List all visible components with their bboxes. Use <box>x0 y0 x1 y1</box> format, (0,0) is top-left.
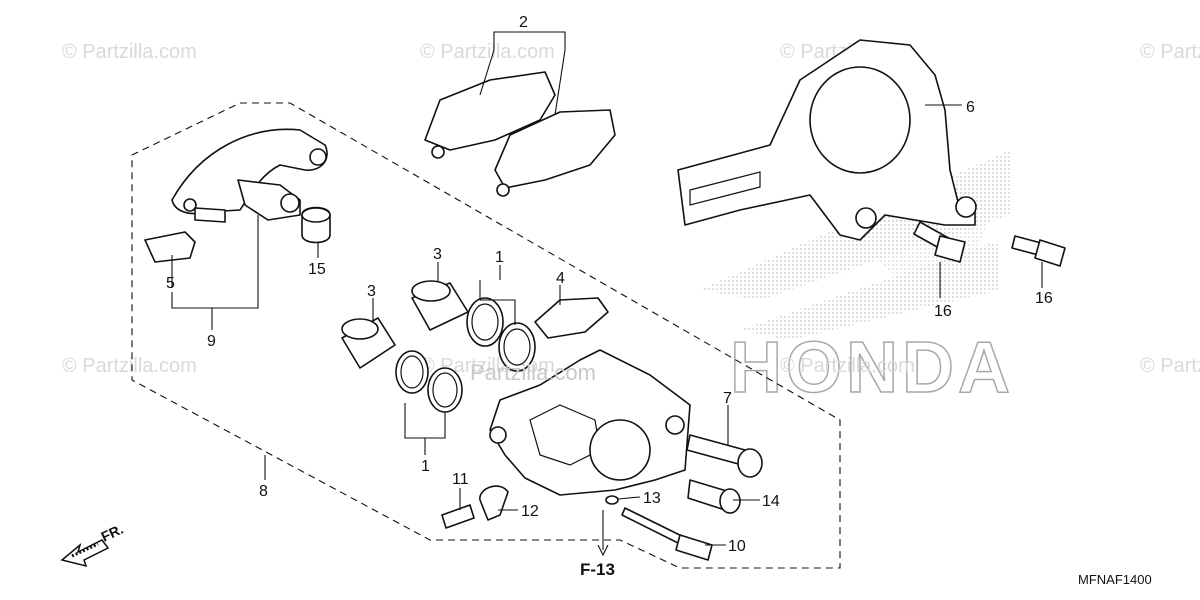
assembly-frame <box>131 102 841 569</box>
callout-brake-pads: 2 <box>519 14 528 31</box>
callout-caliper-bracket: 9 <box>207 333 216 350</box>
center-watermark: Partzilla.com <box>470 360 596 385</box>
slide-pin <box>686 434 763 478</box>
callout-pin-bolt: 14 <box>762 493 780 510</box>
callout-bleeder-screw: 11 <box>452 471 469 488</box>
callout-pad-pin: 10 <box>728 538 746 555</box>
callout-bleeder-cap: 12 <box>521 503 539 520</box>
watermark: © Partzilla.com <box>1140 355 1200 377</box>
watermark: © Partzilla.com <box>62 41 197 63</box>
callout-seal-upper: 1 <box>495 249 504 266</box>
piston-seals <box>395 297 536 413</box>
mounting-bolt <box>1011 235 1066 267</box>
brake-pads <box>424 71 616 197</box>
sealing-washer <box>605 495 619 505</box>
callout-slide-pin: 7 <box>723 390 732 407</box>
diagram-code: MFNAF1400 <box>1078 572 1152 587</box>
callout-piston-front: 3 <box>367 283 376 300</box>
callout-pin-boot: 15 <box>308 261 326 278</box>
pad-spring <box>144 231 196 263</box>
watermark: © Partzilla.com <box>780 355 915 377</box>
pin-bolt <box>687 479 741 514</box>
caliper-mounting-plate <box>677 39 977 241</box>
callout-washer: 13 <box>643 490 661 507</box>
callout-piston-rear: 3 <box>433 246 442 263</box>
watermark: © Partzilla.com <box>1140 41 1200 63</box>
callout-caliper-assembly: 8 <box>259 483 268 500</box>
bleeder-screw <box>441 504 475 529</box>
front-arrow-icon <box>60 539 110 568</box>
callout-pad-clip: 4 <box>556 270 565 287</box>
caliper-body <box>489 349 691 496</box>
honda-brand-mark: HONDA <box>730 328 1014 408</box>
pad-clip <box>534 297 609 339</box>
leader-lines <box>171 31 1043 557</box>
piston-front <box>341 317 396 369</box>
mounting-bolt <box>913 221 966 263</box>
bleeder-cap <box>479 485 509 521</box>
caliper-bracket <box>171 128 328 223</box>
callout-bolt-left: 16 <box>934 303 952 320</box>
watermark: © Partzilla.com <box>62 355 197 377</box>
pad-pin <box>621 507 713 561</box>
callout-mounting-plate: 6 <box>966 99 975 116</box>
watermark: © Partzilla.com <box>420 41 555 63</box>
pin-boot <box>301 206 331 244</box>
front-direction-label: FR. <box>99 521 126 545</box>
callout-pad-spring: 5 <box>166 275 175 292</box>
callout-seal-lower: 1 <box>421 458 430 475</box>
piston-rear <box>411 280 469 331</box>
callout-bolt-right: 16 <box>1035 290 1053 307</box>
reference-label: F-13 <box>580 560 615 579</box>
